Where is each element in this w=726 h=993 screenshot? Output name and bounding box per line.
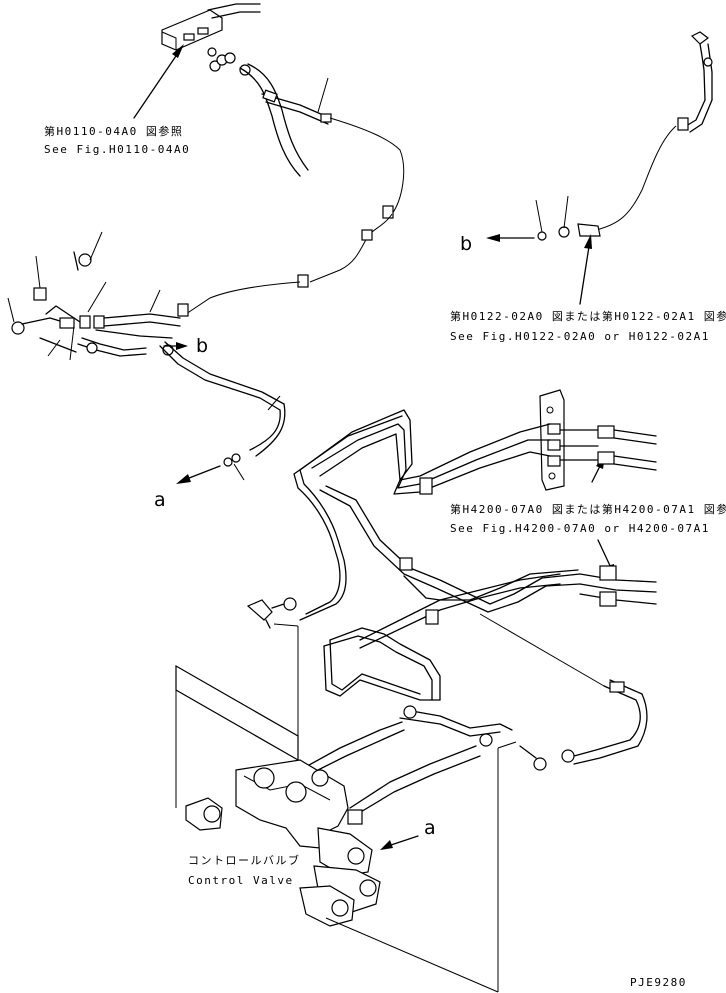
control-valve-jp: コントロールバルブ	[188, 853, 301, 867]
arrow-a-left	[183, 465, 221, 481]
figure-id: PJE9280	[630, 976, 687, 989]
leader-fig-h0122	[579, 239, 591, 305]
arrow-a-right	[387, 835, 419, 847]
leader-fig-h0110	[133, 49, 181, 119]
top-right-hose	[535, 31, 713, 241]
arrow-b-middle-head	[176, 342, 188, 350]
arrow-a-right-head	[380, 840, 393, 850]
reference-h0122: 第H0122-02A0 図または第H0122-02A1 図参照 See Fig.…	[450, 309, 726, 343]
leader-fig-h0122-head	[584, 234, 592, 249]
main-tubes	[293, 409, 581, 701]
clamp-1	[382, 205, 394, 219]
callout-b-right: b	[460, 233, 472, 255]
arrow-b-right-head	[486, 234, 500, 242]
control-valve-label: コントロールバルブ Control Valve	[188, 853, 301, 887]
clamp-4	[177, 303, 189, 317]
callout-a-left: a	[154, 489, 166, 511]
middle-left-fittings	[246, 597, 297, 629]
reference-h0110: 第H0110-04A0 図参照 See Fig.H0110-04A0	[44, 124, 190, 156]
leader-fig-h4200-bottom	[597, 539, 613, 571]
top-left-hose	[239, 63, 332, 177]
top-left-manifold	[161, 3, 261, 76]
ref-h0110-jp: 第H0110-04A0 図参照	[44, 124, 183, 138]
lower-right-tubes	[479, 565, 657, 771]
ref-h0122-jp: 第H0122-02A0 図または第H0122-02A1 図参照	[450, 309, 726, 323]
ref-h0110-en: See Fig.H0110-04A0	[44, 143, 190, 156]
bottom-pipes	[299, 705, 513, 817]
leader-fig-h0110-head	[172, 44, 184, 58]
control-valve	[175, 623, 517, 993]
control-valve-en: Control Valve	[188, 874, 294, 887]
left-fittings-group	[7, 231, 286, 481]
ref-h4200-jp: 第H4200-07A0 図または第H4200-07A1 図参照	[450, 502, 726, 516]
clamp-3	[297, 274, 309, 288]
reference-h4200: 第H4200-07A0 図または第H4200-07A1 図参照 See Fig.…	[450, 502, 726, 535]
top-hose-loop	[329, 117, 405, 215]
ref-h0122-en: See Fig.H0122-02A0 or H0122-02A1	[450, 330, 710, 343]
bracket-assembly	[539, 389, 657, 491]
arrow-a-left-head	[176, 474, 191, 484]
top-hose-loop-3	[185, 281, 301, 315]
callout-a-right: a	[424, 817, 436, 839]
callout-b-middle: b	[196, 335, 208, 357]
top-hose-loop-2	[309, 213, 393, 283]
clamp-2	[361, 229, 373, 241]
ref-h4200-en: See Fig.H4200-07A0 or H4200-07A1	[450, 522, 710, 535]
